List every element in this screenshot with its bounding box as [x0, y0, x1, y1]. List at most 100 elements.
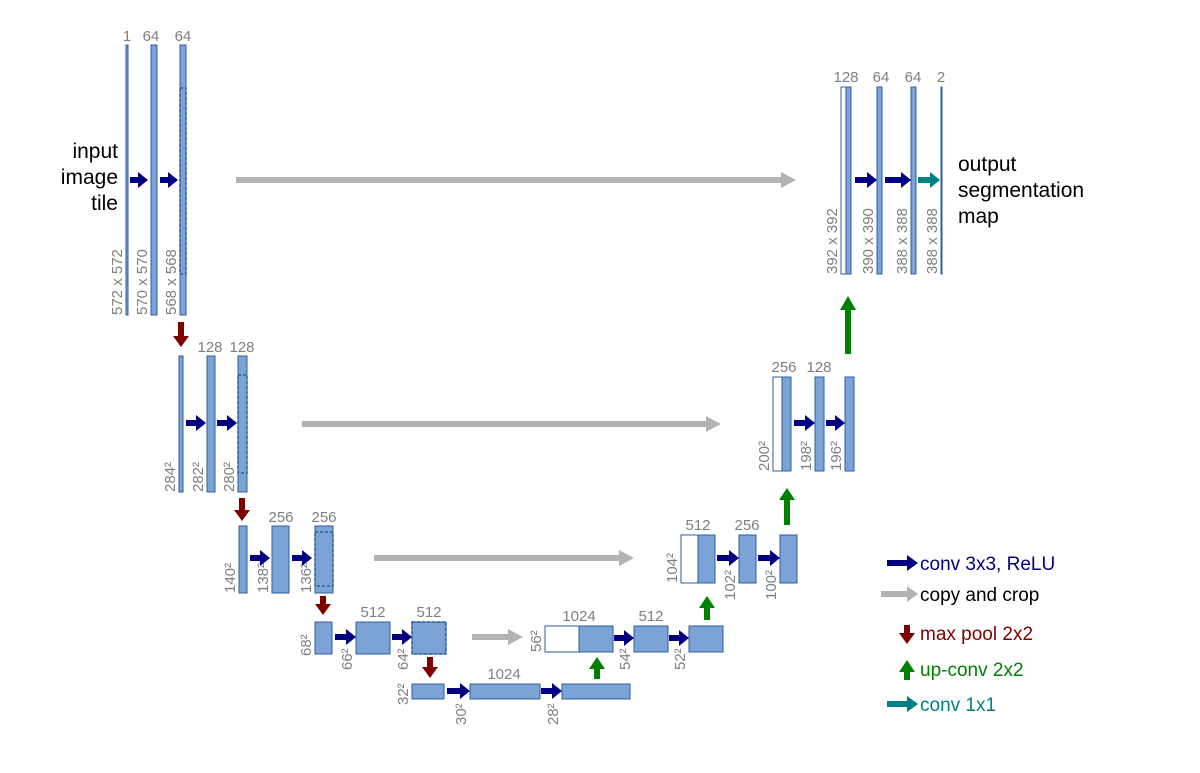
size-label: 198² [798, 441, 815, 471]
feature-map [697, 534, 716, 584]
channel-label: 256 [771, 359, 796, 376]
pool-arrow-icon [899, 625, 915, 644]
feature-map [271, 525, 290, 594]
size-label: 54² [617, 648, 634, 670]
size-label: 102² [722, 570, 739, 600]
size-label: 56² [528, 630, 545, 652]
decoder-level-2: 256 128 200² 198² 196² [756, 359, 855, 472]
size-label: 388 x 388 [894, 208, 911, 274]
size-label: 390 x 390 [860, 208, 877, 274]
channel-label: 1024 [562, 608, 595, 625]
size-label: 68² [298, 634, 315, 656]
upconv-arrows [589, 296, 856, 679]
size-label: 100² [763, 570, 780, 600]
input-label-line: tile [91, 192, 118, 215]
encoder-level-4: 512 512 68² 66² 64² [298, 604, 447, 670]
legend-item-pool: max pool 2x2 [899, 624, 1033, 645]
channel-label: 64 [143, 28, 160, 45]
channel-label: 128 [806, 359, 831, 376]
crop-region [314, 531, 334, 587]
cropped-copy-map [680, 534, 699, 584]
conv-arrow [447, 683, 470, 699]
cropped-copy-map [544, 625, 580, 653]
feature-map [578, 625, 614, 653]
pool-arrow [173, 322, 189, 347]
conv-arrow [292, 550, 312, 566]
size-label: 568 x 568 [163, 249, 180, 315]
crop-region [411, 621, 447, 655]
legend-label: conv 3x3, ReLU [920, 554, 1055, 575]
feature-map [633, 625, 669, 653]
conv1x1-arrow [918, 172, 940, 188]
decoder-level-3: 512 256 104² 102² 100² [664, 517, 798, 600]
upconv-arrow [779, 488, 795, 525]
copy-arrows [236, 172, 796, 645]
feature-map [237, 355, 248, 493]
channel-label: 2 [937, 69, 945, 86]
channel-label: 512 [685, 517, 710, 534]
pool-arrow [234, 498, 250, 521]
encoder-level-2: 128 128 284² 282² 280² [162, 339, 255, 493]
channel-label: 64 [905, 69, 922, 86]
size-label: 280² [221, 462, 238, 492]
conv-arrow [885, 172, 911, 188]
conv-arrow [717, 550, 739, 566]
feature-map [910, 86, 917, 275]
pool-arrow [422, 657, 438, 678]
input-label-line: input [72, 140, 118, 163]
channel-label: 256 [268, 509, 293, 526]
size-label: 138² [255, 563, 272, 593]
conv-arrow [758, 550, 780, 566]
decoder-level-1: 128 64 64 2 392 x 392 390 x 390 388 x 38… [824, 69, 945, 275]
conv1x1-arrow-icon [887, 696, 918, 712]
feature-map [814, 376, 825, 472]
feature-map [178, 355, 184, 493]
pool-arrow [315, 596, 331, 615]
pool-arrows [173, 322, 438, 678]
size-label: 66² [339, 648, 356, 670]
feature-map [206, 355, 216, 493]
conv-arrow [217, 415, 237, 431]
feature-map [940, 86, 943, 275]
channel-label: 1 [123, 28, 131, 45]
feature-map [876, 86, 883, 275]
legend: conv 3x3, ReLU copy and crop max pool 2x… [881, 554, 1055, 716]
feature-map [845, 86, 852, 275]
channel-label: 128 [833, 69, 858, 86]
upconv-arrow [589, 657, 605, 679]
size-label: 570 x 570 [134, 249, 151, 315]
feature-map [469, 683, 541, 700]
legend-item-upconv: up-conv 2x2 [899, 660, 1024, 681]
conv-arrow [669, 630, 689, 646]
feature-map [561, 683, 631, 700]
feature-map [688, 625, 724, 653]
conv-arrow [826, 415, 845, 431]
encoder-level-1: 1 64 64 572 x 572 570 x 570 568 x 568 [109, 28, 192, 316]
feature-map [314, 621, 333, 655]
channel-label: 64 [175, 28, 192, 45]
channel-label: 512 [416, 604, 441, 621]
size-label: 104² [664, 553, 681, 583]
size-label: 32² [395, 683, 412, 705]
size-label: 388 x 388 [924, 208, 941, 274]
conv-arrow [855, 172, 877, 188]
channel-label: 512 [638, 608, 663, 625]
legend-item-copy: copy and crop [881, 585, 1039, 606]
bottleneck-level-5: 1024 32² 30² 28² [395, 666, 631, 725]
size-label: 196² [828, 441, 845, 471]
feature-map [779, 534, 798, 584]
size-label: 52² [672, 648, 689, 670]
channel-label: 512 [360, 604, 385, 621]
feature-map [738, 534, 757, 584]
output-label-line: output [958, 153, 1017, 176]
feature-map [125, 44, 129, 316]
cropped-copy-map [840, 86, 847, 275]
copy-arrow [302, 416, 721, 432]
copy-arrow [236, 172, 796, 188]
output-label-line: map [958, 205, 999, 228]
size-label: 28² [545, 703, 562, 725]
cropped-copy-map [772, 376, 783, 472]
input-label: input image tile [61, 140, 118, 215]
size-label: 572 x 572 [109, 249, 126, 315]
